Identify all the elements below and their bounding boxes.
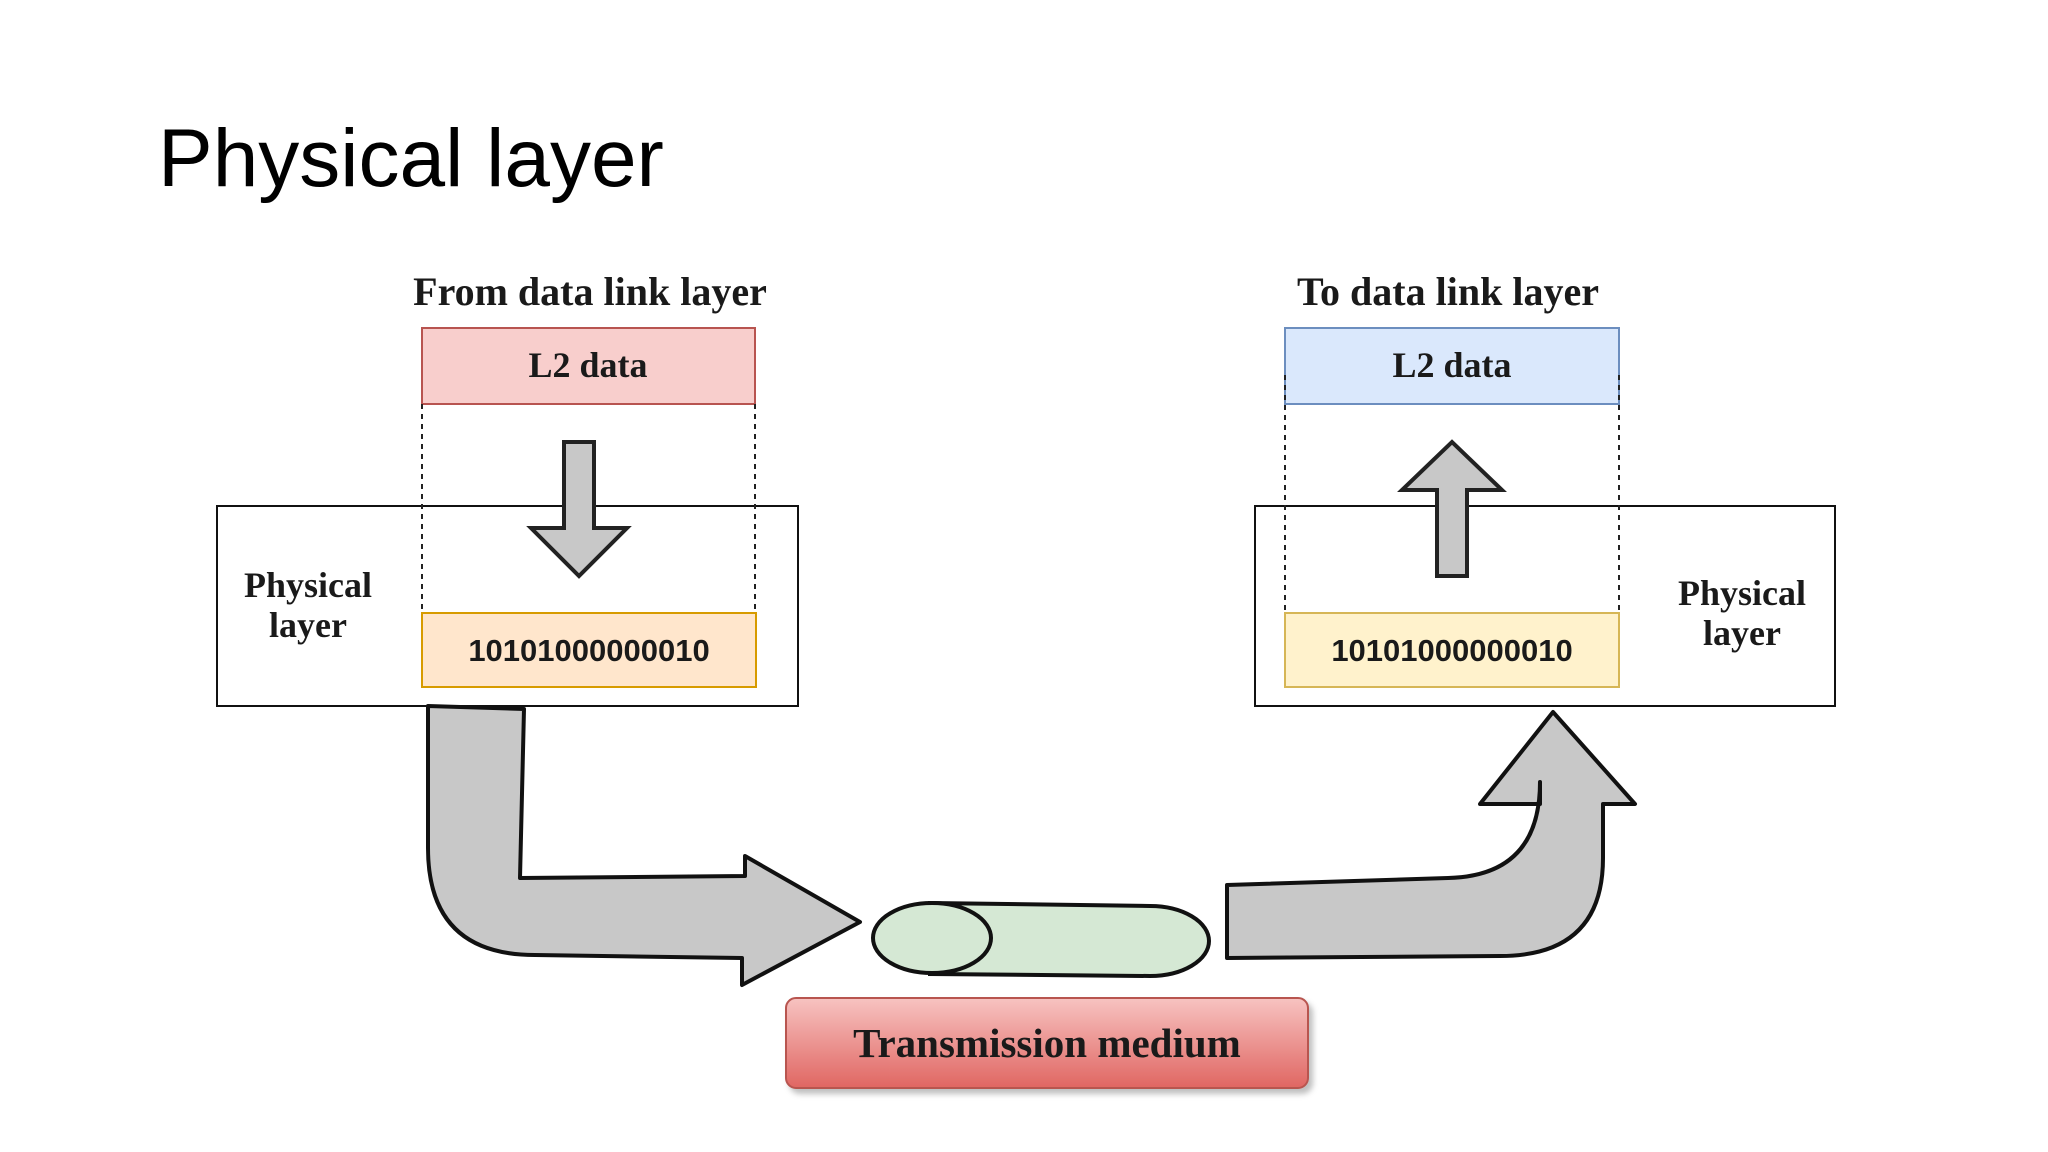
medium-to-receiver-arrow-icon	[1225, 710, 1637, 960]
receiver-l2-data-label: L2 data	[1392, 345, 1511, 385]
sender-bits: 10101000000010	[468, 633, 709, 668]
up-arrow-icon	[1397, 439, 1507, 578]
receiver-caption: To data link layer	[1297, 269, 1599, 314]
send-to-medium-arrow-icon	[426, 704, 862, 987]
down-arrow-icon	[526, 440, 632, 579]
sender-bits-box	[421, 612, 757, 688]
receiver-l2-data-box	[1284, 327, 1620, 405]
cable-body	[928, 900, 1211, 979]
sender-layer-label-line1: Physical	[244, 565, 372, 605]
transmission-medium-label: Transmission medium	[853, 1020, 1241, 1066]
transmission-medium-box	[785, 997, 1309, 1089]
receiver-layer-label-line2: layer	[1703, 613, 1781, 653]
sender-layer-label-line2: layer	[269, 605, 347, 645]
sender-caption: From data link layer	[413, 269, 767, 314]
receiver-bits-box	[1284, 612, 1620, 688]
sender-l2-data-label: L2 data	[528, 345, 647, 385]
slide-title: Physical layer	[158, 113, 664, 204]
receiver-layer-label-line1: Physical	[1678, 573, 1806, 613]
sender-l2-data-box	[421, 327, 756, 405]
cable-end-icon	[871, 901, 993, 975]
receiver-bits: 10101000000010	[1331, 633, 1572, 668]
